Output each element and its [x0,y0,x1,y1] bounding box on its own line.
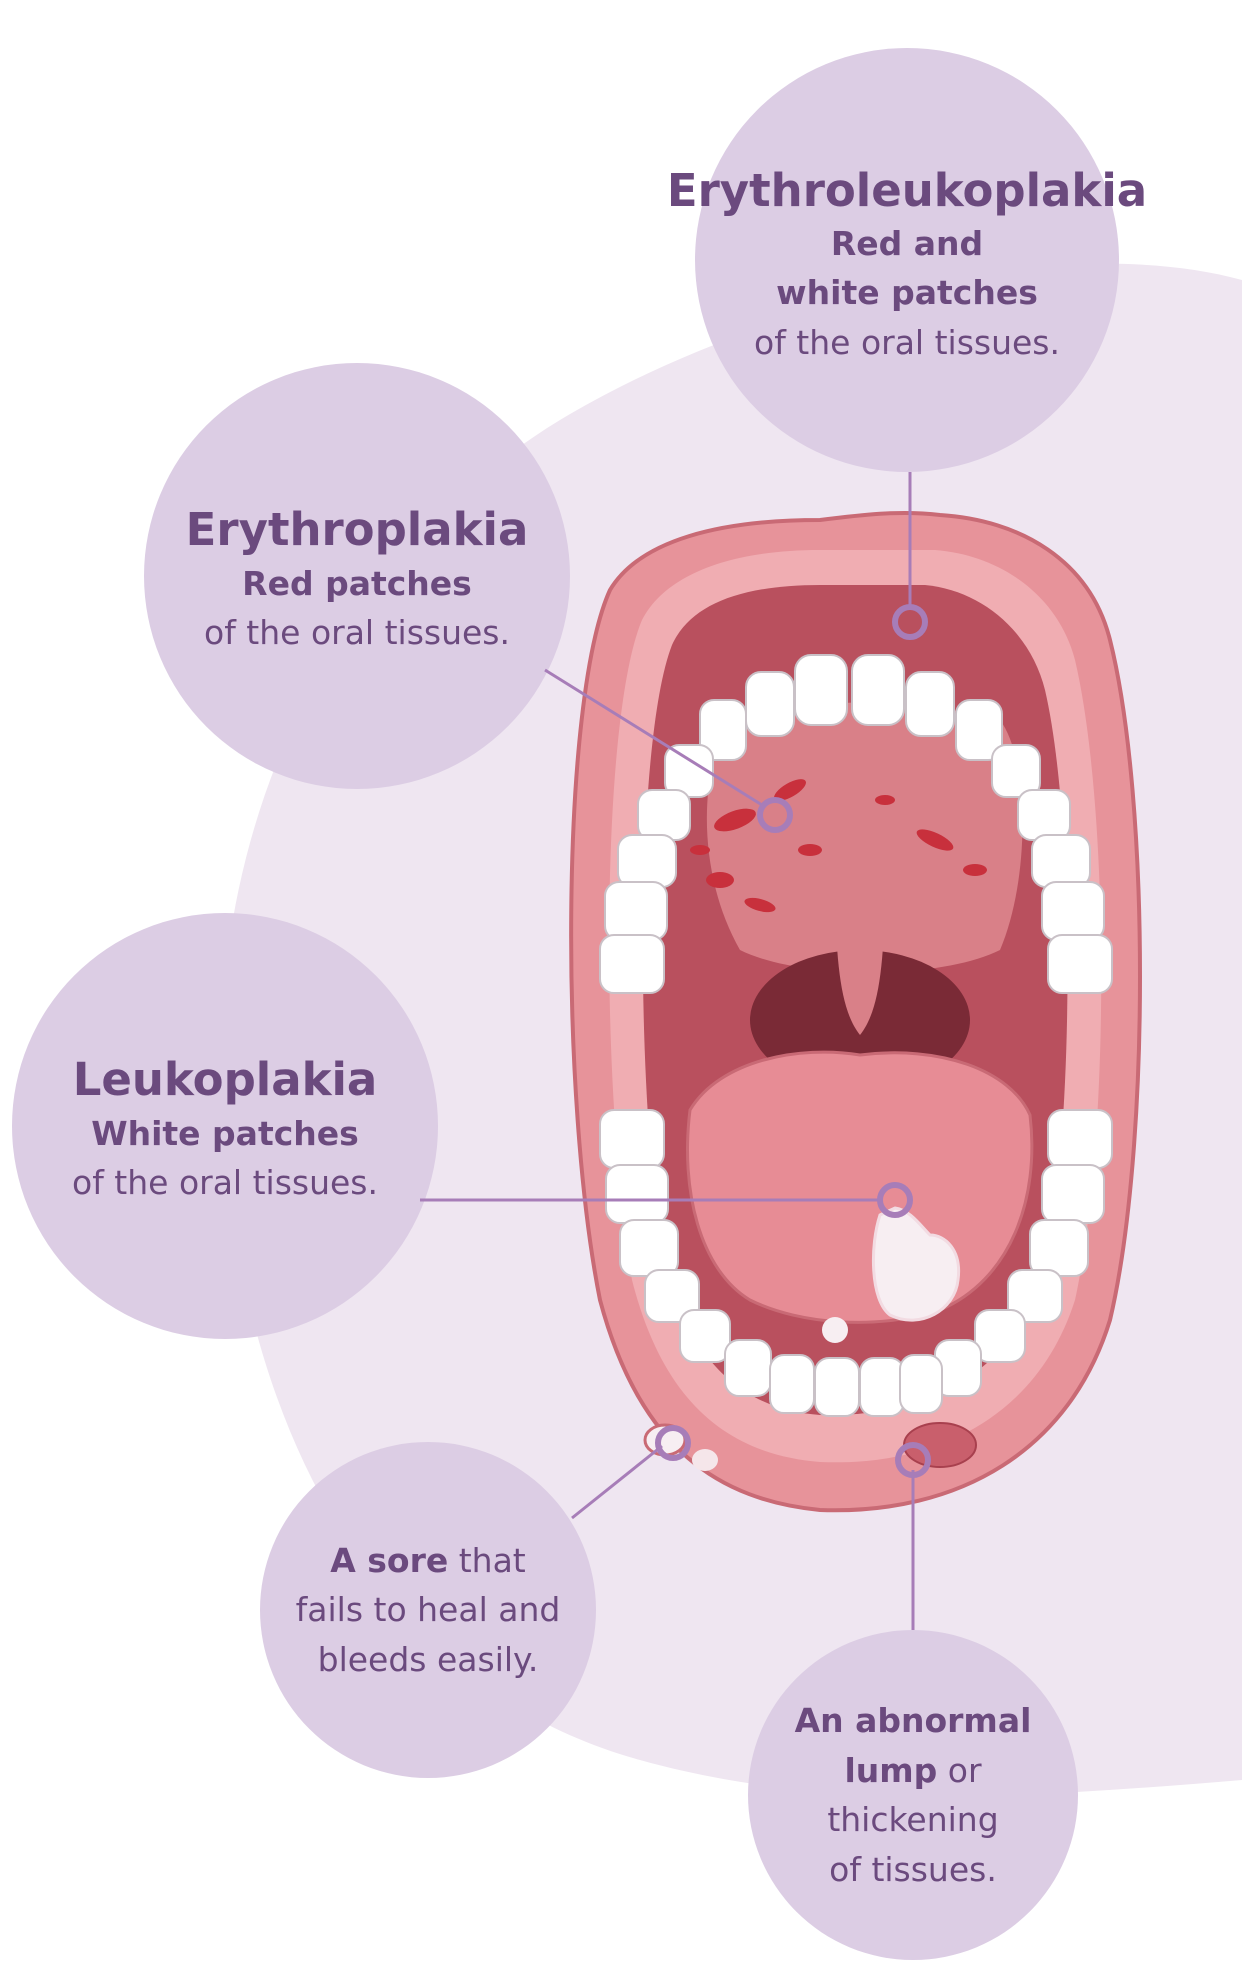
callout-text: of the oral tissues. [754,322,1060,362]
callout-text: of the oral tissues. [72,1163,378,1203]
callout-circle-leukoplakia [12,913,438,1339]
callout-line4: of tissues. [829,1849,997,1889]
callout-line3: bleeds easily. [317,1639,539,1679]
callout-rest: or [937,1750,982,1790]
callout-subtitle: White patches [91,1113,359,1153]
uvula [835,870,885,1035]
callout-title: Leukoplakia [72,1053,378,1107]
red-patches [690,779,987,913]
callout-erythroleukoplakia: Erythroleukoplakia Red and white patches… [667,150,1147,380]
callout-bold-line1: An abnormal [794,1701,1032,1740]
sore-small [692,1449,718,1471]
callout-leukoplakia: Leukoplakia White patches of the oral ti… [20,1045,430,1215]
callout-erythroplakia: Erythroplakia Red patches of the oral ti… [152,495,562,665]
lower-teeth [599,1109,1113,1417]
callout-circle-erythroplakia [144,363,570,789]
callout-circle-erythroleukoplakia [695,48,1119,472]
callout-title: Erythroleukoplakia [666,163,1148,217]
callout-line3: thickening [827,1800,999,1839]
callout-line1: A sore that [330,1536,526,1586]
callout-bold: A sore [330,1540,449,1580]
callout-line1: An abnormal [795,1696,1032,1746]
upper-teeth [599,654,1113,994]
white-patch [872,1206,961,1322]
callout-rest: that [448,1540,526,1580]
tongue [686,1050,1034,1324]
leader-endpoints [655,604,931,1478]
callout-bold: lump [844,1750,938,1790]
callout-circle-sore [260,1442,596,1778]
callout-subtitle: Red patches [242,563,472,603]
callout-subtitle-line1: Red and [830,223,984,263]
leader-lines [420,472,915,1630]
callout-title: Erythroplakia [185,503,529,557]
callout-circle-lump [748,1630,1078,1960]
callout-lump: An abnormal lump or thickening of tissue… [763,1690,1063,1900]
callout-line2: fails to heal and [295,1590,561,1630]
white-speck [822,1317,848,1343]
callout-subtitle-line2: white patches [776,273,1038,313]
callout-text: of the oral tissues. [204,613,510,653]
palate [706,702,1023,973]
callout-sore: A sore that fails to heal and bleeds eas… [278,1530,578,1690]
callout-line2: lump or [844,1746,981,1796]
